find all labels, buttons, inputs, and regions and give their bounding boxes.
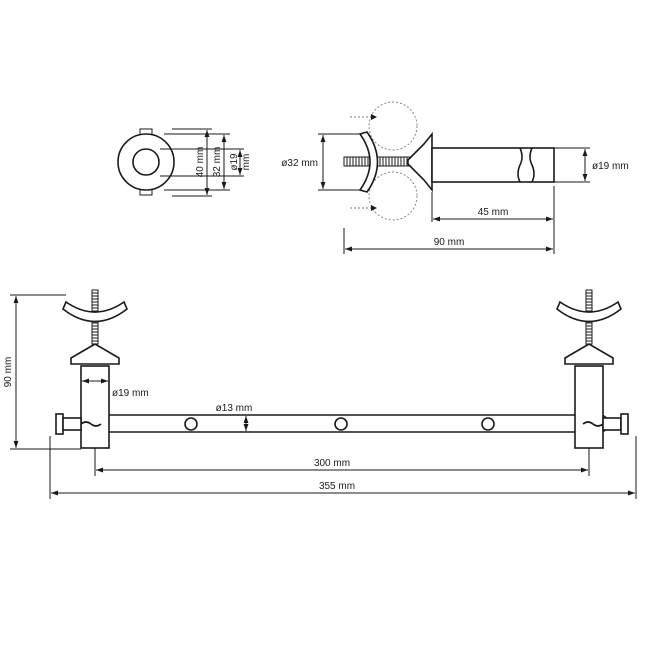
front-view: 40 mm 32 mm ø19 mm [117,128,252,197]
front-outer-diameter-label: 40 mm [195,147,206,178]
bottom-bar-diameter-label: ø13 mm [216,403,253,414]
right-mount [556,289,629,449]
front-bore-label: ø19 [229,153,240,171]
bottom-post-diameter-label: ø19 mm [112,388,149,399]
front-bore-unit-label: mm [241,154,252,171]
bottom-overall-width-label: 355 mm [319,481,355,492]
side-total-depth-label: 90 mm [434,237,465,248]
side-tube-diameter-label: ø19 mm [592,161,629,172]
bottom-inner-width-label: 300 mm [314,458,350,469]
bottom-view: 90 mm ø19 mm ø13 mm 300 mm 355 mm [3,289,637,499]
side-clamp-diameter-label: ø32 mm [281,158,318,169]
side-view: ø32 mm ø19 mm 45 mm 90 mm [281,101,629,254]
front-inner-diameter-label: 32 mm [212,147,223,178]
side-tube-length-label: 45 mm [478,207,509,218]
bottom-height-label: 90 mm [3,357,14,388]
front-bore-value: ø19 [229,153,240,171]
